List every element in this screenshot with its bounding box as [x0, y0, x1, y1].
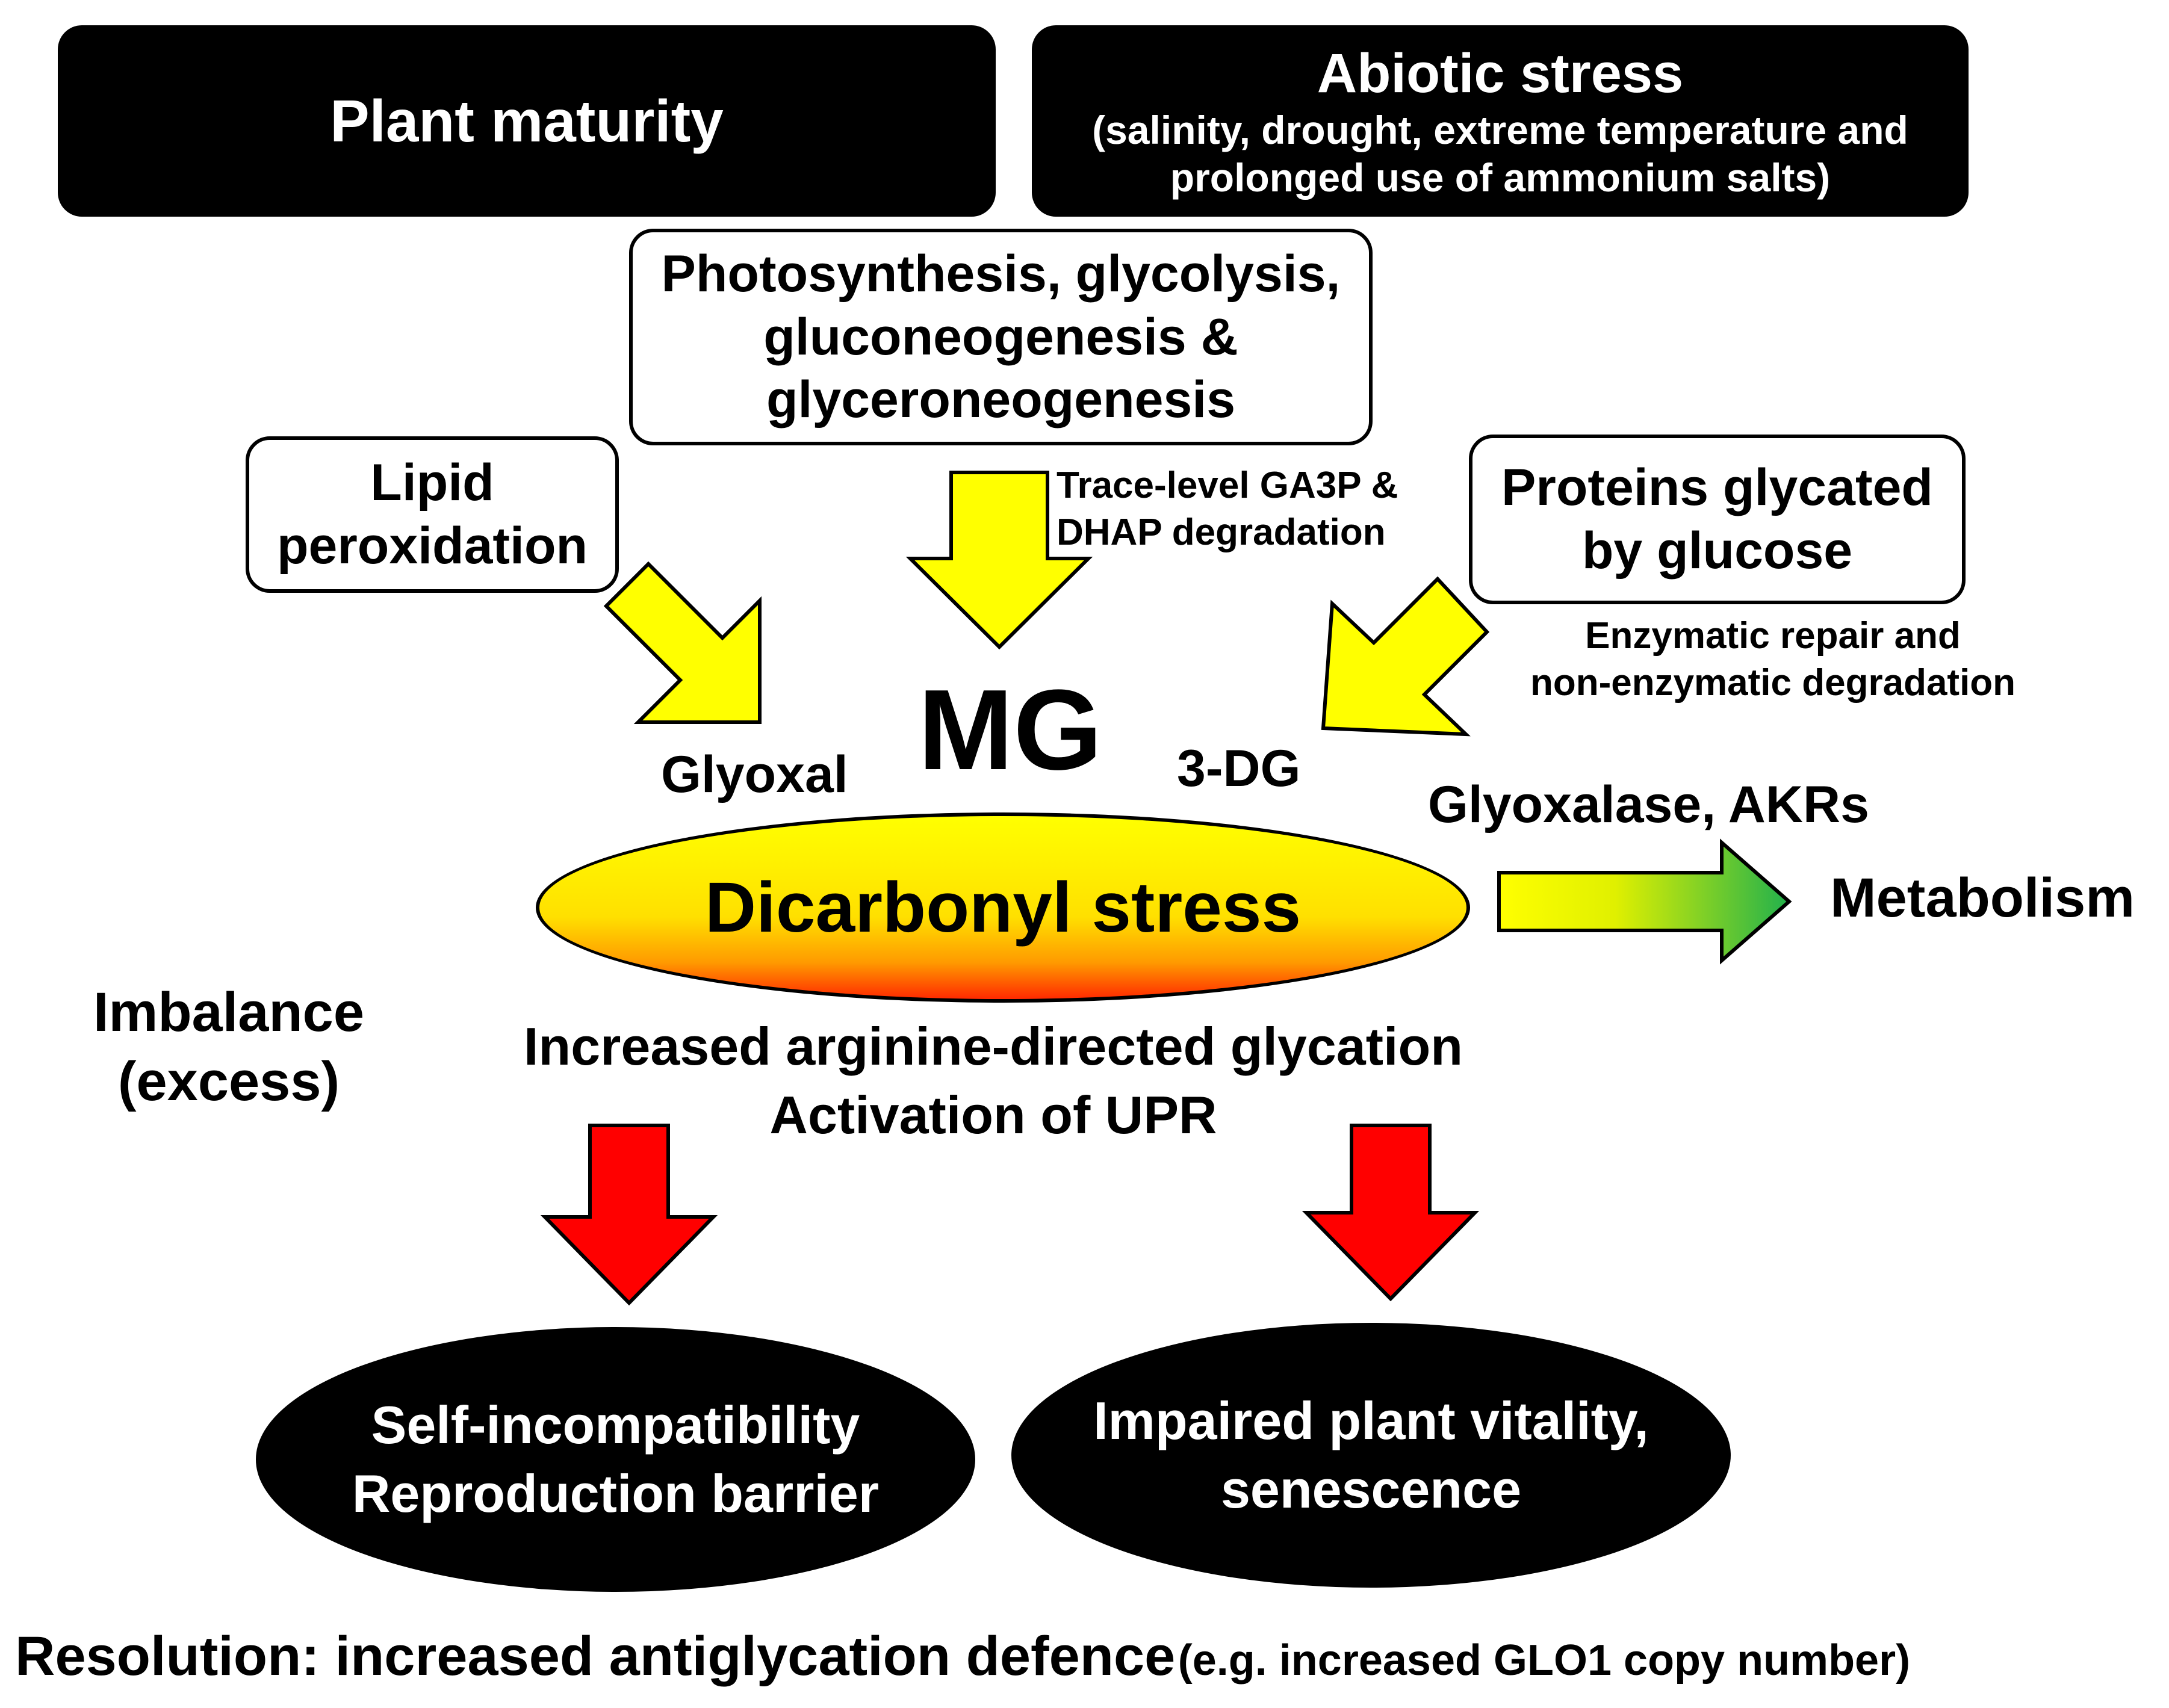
- red-arrow-left: [540, 1124, 718, 1306]
- abiotic-stress-box: Abiotic stress (salinity, drought, extre…: [1032, 25, 1969, 217]
- photosynthesis-box: Photosynthesis, glycolysis, gluconeogene…: [629, 229, 1373, 445]
- mg-label: MG: [918, 666, 1103, 794]
- upr-activation-label: Activation of UPR: [769, 1085, 1217, 1145]
- lipid-peroxidation-box: Lipid peroxidation: [246, 436, 619, 593]
- resolution-main: Resolution: increased antiglycation defe…: [15, 1626, 1176, 1687]
- plant-maturity-label: Plant maturity: [330, 87, 724, 154]
- impaired-vitality-line1: Impaired plant vitality,: [1093, 1390, 1649, 1450]
- trace-level-note: Trace-level GA3P & DHAP degradation: [1057, 462, 1398, 555]
- imbalance-label: Imbalance (excess): [78, 978, 379, 1116]
- imbalance-line1: Imbalance: [93, 982, 364, 1043]
- three-dg-label: 3-DG: [1177, 740, 1301, 797]
- self-incompatibility-line1: Self-incompatibility: [371, 1394, 860, 1455]
- proteins-to-mg-arrow: [1321, 576, 1490, 737]
- enzymatic-line1: Enzymatic repair and: [1585, 615, 1961, 657]
- photosynthesis-line2: gluconeogenesis &: [763, 308, 1238, 366]
- trace-line2: DHAP degradation: [1057, 511, 1386, 553]
- dicarbonyl-stress-ellipse: Dicarbonyl stress: [536, 812, 1470, 1003]
- self-incompatibility-line2: Reproduction barrier: [352, 1464, 880, 1523]
- proteins-line2: by glucose: [1581, 522, 1853, 580]
- photosynthesis-line1: Photosynthesis, glycolysis,: [661, 244, 1341, 303]
- metabolism-arrow: [1497, 838, 1792, 965]
- enzymatic-repair-note: Enzymatic repair and non-enzymatic degra…: [1508, 613, 2038, 706]
- impaired-vitality-ellipse: Impaired plant vitality, senescence: [1011, 1323, 1731, 1588]
- abiotic-stress-detail-line2: prolonged use of ammonium salts): [1170, 155, 1831, 200]
- abiotic-stress-title: Abiotic stress: [1317, 42, 1684, 104]
- lipid-line1: Lipid: [370, 454, 494, 512]
- red-arrow-right: [1302, 1124, 1480, 1302]
- trace-line1: Trace-level GA3P &: [1057, 465, 1398, 506]
- proteins-line1: Proteins glycated: [1501, 459, 1933, 517]
- enzymatic-line2: non-enzymatic degradation: [1530, 661, 2016, 704]
- abiotic-stress-detail-line1: (salinity, drought, extreme temperature …: [1092, 108, 1908, 152]
- glyoxalase-label: Glyoxalase, AKRs: [1428, 776, 1869, 834]
- glyoxal-label: Glyoxal: [661, 746, 848, 803]
- increased-glycation-label: Increased arginine-directed glycation: [523, 1016, 1463, 1076]
- resolution-note: (e.g. increased GLO1 copy number): [1178, 1636, 1911, 1685]
- consequences-text: Increased arginine-directed glycation Ac…: [421, 1012, 1565, 1150]
- dicarbonyl-stress-label: Dicarbonyl stress: [704, 868, 1302, 947]
- photosynthesis-to-mg-arrow: [905, 471, 1093, 650]
- proteins-glycated-box: Proteins glycated by glucose: [1469, 435, 1966, 604]
- metabolism-label: Metabolism: [1830, 867, 2135, 929]
- impaired-vitality-line2: senescence: [1220, 1459, 1522, 1519]
- resolution-text: Resolution: increased antiglycation defe…: [15, 1625, 1910, 1689]
- self-incompatibility-ellipse: Self-incompatibility Reproduction barrie…: [256, 1327, 975, 1592]
- imbalance-line2: (excess): [117, 1051, 340, 1112]
- lipid-to-mg-arrow: [603, 561, 762, 724]
- lipid-line2: peroxidation: [276, 517, 588, 575]
- photosynthesis-line3: glyceroneogenesis: [766, 371, 1236, 429]
- plant-maturity-box: Plant maturity: [58, 25, 996, 217]
